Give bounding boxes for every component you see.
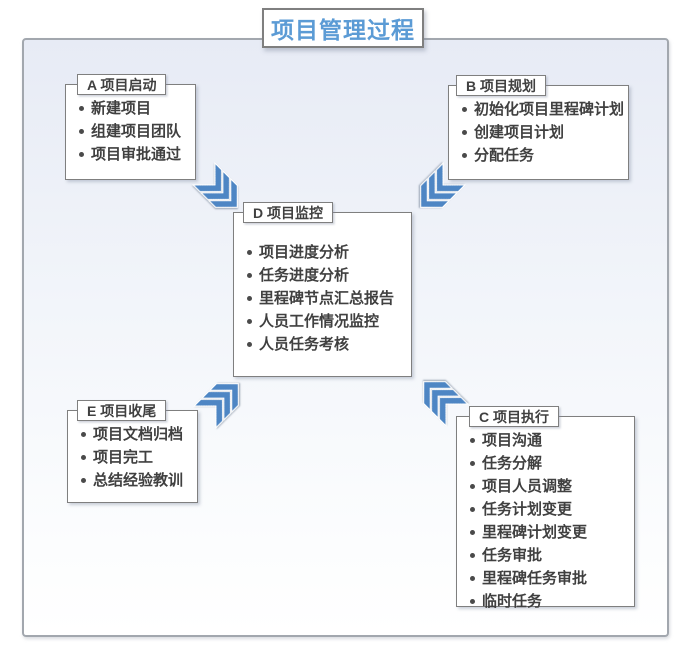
list-item: 任务计划变更: [469, 498, 629, 521]
list-item: 新建项目: [78, 97, 190, 120]
panel-project-initiation: A 项目启动 新建项目组建项目团队项目审批通过: [65, 74, 196, 180]
list-item: 组建项目团队: [78, 120, 190, 143]
list-item: 任务进度分析: [246, 264, 406, 287]
list-item: 临时任务: [469, 590, 629, 613]
panel-project-planning-label: B 项目规划: [466, 77, 536, 94]
list-item: 项目审批通过: [78, 143, 190, 166]
panel-project-closing: E 项目收尾 项目文档归档项目完工总结经验教训: [67, 400, 198, 503]
panel-project-initiation-tab: A 项目启动: [77, 74, 167, 95]
panel-project-monitoring-tab: D 项目监控: [243, 202, 333, 223]
panel-project-initiation-label: A 项目启动: [87, 76, 157, 93]
panel-project-monitoring-list: 项目进度分析任务进度分析里程碑节点汇总报告人员工作情况监控人员任务考核: [234, 213, 411, 356]
panel-project-execution-list: 项目沟通任务分解项目人员调整任务计划变更里程碑计划变更任务审批里程碑任务审批临时…: [457, 417, 634, 613]
panel-project-closing-tab: E 项目收尾: [77, 400, 167, 421]
list-item: 项目沟通: [469, 429, 629, 452]
list-item: 里程碑节点汇总报告: [246, 287, 406, 310]
panel-project-planning-list: 初始化项目里程碑计划创建项目计划分配任务: [449, 86, 628, 167]
panel-project-planning-tab: B 项目规划: [456, 75, 546, 96]
panel-project-initiation-list: 新建项目组建项目团队项目审批通过: [66, 85, 195, 166]
diagram-title-box: 项目管理过程: [262, 8, 424, 48]
panel-project-monitoring-label: D 项目监控: [253, 204, 323, 221]
triple-chevron-arrow-planning-to-monitoring-icon: [409, 161, 467, 219]
list-item: 项目人员调整: [469, 475, 629, 498]
list-item: 创建项目计划: [461, 121, 623, 144]
panel-project-planning: B 项目规划 初始化项目里程碑计划创建项目计划分配任务: [448, 75, 629, 180]
triple-chevron-arrow-initiation-to-monitoring-icon: [191, 161, 249, 219]
panel-project-closing-list: 项目文档归档项目完工总结经验教训: [68, 411, 197, 492]
list-item: 里程碑任务审批: [469, 567, 629, 590]
list-item: 总结经验教训: [80, 469, 192, 492]
list-item: 任务审批: [469, 544, 629, 567]
list-item: 项目完工: [80, 446, 192, 469]
panel-project-execution-label: C 项目执行: [479, 408, 549, 425]
list-item: 里程碑计划变更: [469, 521, 629, 544]
list-item: 初始化项目里程碑计划: [461, 98, 624, 121]
panel-project-monitoring: D 项目监控 项目进度分析任务进度分析里程碑节点汇总报告人员工作情况监控人员任务…: [233, 202, 412, 377]
triple-chevron-arrow-execution-to-monitoring-icon: [412, 370, 470, 428]
panel-project-execution-tab: C 项目执行: [469, 406, 559, 427]
triple-chevron-arrow-closing-to-monitoring-icon: [192, 372, 250, 430]
list-item: 人员任务考核: [246, 333, 406, 356]
list-item: 分配任务: [461, 144, 623, 167]
list-item: 项目进度分析: [246, 241, 406, 264]
list-item: 人员工作情况监控: [246, 310, 406, 333]
list-item: 项目文档归档: [80, 423, 192, 446]
list-item: 任务分解: [469, 452, 629, 475]
panel-project-execution: C 项目执行 项目沟通任务分解项目人员调整任务计划变更里程碑计划变更任务审批里程…: [456, 406, 635, 610]
panel-project-closing-label: E 项目收尾: [87, 402, 157, 419]
diagram-title: 项目管理过程: [271, 17, 415, 43]
